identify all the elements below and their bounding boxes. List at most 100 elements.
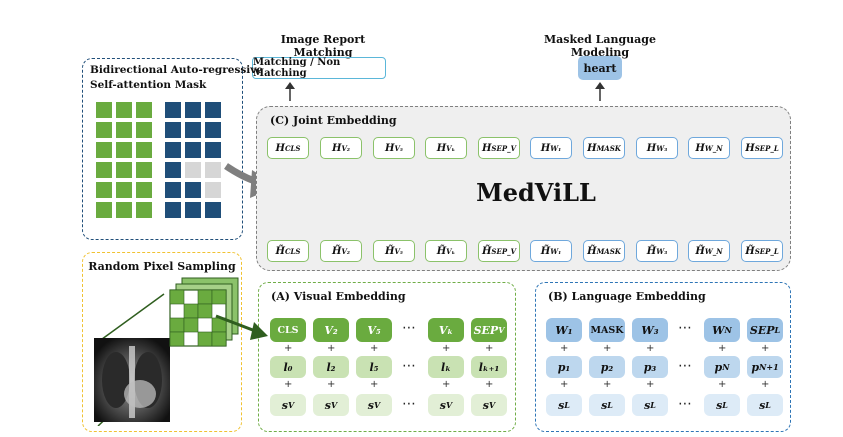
mask-cell: [96, 162, 112, 178]
mask-cell: [116, 142, 132, 158]
language-embedding-panel: [535, 282, 791, 432]
mask-cell: [136, 102, 152, 118]
visual-row2-token: lₖ₊₁: [471, 356, 507, 378]
visual-plus-sign: +: [370, 379, 379, 390]
visual-plus-sign: +: [370, 343, 379, 354]
sampling-panel: [82, 252, 242, 432]
joint-input-token: H̃V₂: [320, 240, 362, 262]
mask-cell: [205, 202, 221, 218]
mask-cell: [136, 142, 152, 158]
language-plus-sign: +: [718, 343, 727, 354]
language-plus-sign: +: [560, 343, 569, 354]
joint-input-token: H̃W₁: [530, 240, 572, 262]
joint-input-token: H̃SEP_V: [478, 240, 520, 262]
mask-cell: [185, 162, 201, 178]
language-ellipsis: ⋯: [678, 358, 692, 374]
language-plus-sign: +: [646, 379, 655, 390]
joint-input-token: H̃CLS: [267, 240, 309, 262]
visual-plus-sign: +: [284, 379, 293, 390]
visual-plus-sign: +: [327, 379, 336, 390]
visual-row2-token: l₀: [270, 356, 306, 378]
language-row2-token: p₃: [632, 356, 668, 378]
visual-ellipsis: ⋯: [402, 396, 416, 412]
language-plus-sign: +: [646, 343, 655, 354]
mask-cell: [136, 162, 152, 178]
mask-cell: [96, 102, 112, 118]
visual-embedding-panel: [258, 282, 516, 432]
joint-input-token: H̃Vₖ: [425, 240, 467, 262]
mask-cell: [205, 142, 221, 158]
mask-cell: [165, 202, 181, 218]
mask-cell: [205, 122, 221, 138]
joint-input-token: H̃V₅: [373, 240, 415, 262]
mask-cell: [205, 182, 221, 198]
visual-plus-sign: +: [327, 343, 336, 354]
visual-row1-token: V₅: [356, 318, 392, 342]
mask-cell: [96, 182, 112, 198]
sampling-panel-title: Random Pixel Sampling: [88, 260, 236, 273]
visual-row1-token: V₂: [313, 318, 349, 342]
joint-input-token: H̃SEP_L: [741, 240, 783, 262]
mask-cell: [185, 122, 201, 138]
joint-embedding-title: (C) Joint Embedding: [270, 114, 397, 127]
visual-plus-sign: +: [284, 343, 293, 354]
mlm-up-arrow: [595, 82, 605, 101]
model-name: MedViLL: [476, 178, 596, 207]
language-plus-sign: +: [603, 379, 612, 390]
mask-cell: [165, 122, 181, 138]
language-row2-token: p₁: [546, 356, 582, 378]
visual-embedding-title: (A) Visual Embedding: [271, 290, 406, 303]
visual-ellipsis: ⋯: [402, 320, 416, 336]
mask-grid-right: [165, 102, 221, 218]
mask-cell: [185, 202, 201, 218]
joint-input-token: H̃W_N: [688, 240, 730, 262]
mask-cell: [165, 162, 181, 178]
language-embedding-title: (B) Language Embedding: [548, 290, 706, 303]
language-row2-token: p₂: [589, 356, 625, 378]
mask-cell: [205, 162, 221, 178]
xray-sampling-illustration: [94, 277, 239, 426]
mask-panel-title-1: Bidirectional Auto-regressive: [90, 64, 264, 76]
visual-plus-sign: +: [485, 343, 494, 354]
irm-title: Image Report Matching: [280, 33, 366, 59]
visual-row1-token: Vₖ: [428, 318, 464, 342]
mask-cell: [136, 202, 152, 218]
language-ellipsis: ⋯: [678, 396, 692, 412]
mask-panel: [82, 58, 243, 240]
visual-plus-sign: +: [485, 379, 494, 390]
mask-cell: [165, 102, 181, 118]
mask-cell: [96, 122, 112, 138]
language-row1-token: W₃: [632, 318, 668, 342]
mlm-box: heart: [578, 56, 622, 80]
mask-cell: [136, 182, 152, 198]
language-plus-sign: +: [560, 379, 569, 390]
mask-cell: [165, 182, 181, 198]
mask-cell: [116, 122, 132, 138]
mask-cell: [116, 162, 132, 178]
irm-up-arrow: [285, 82, 295, 101]
joint-input-token: H̃W₃: [636, 240, 678, 262]
joint-input-token: H̃MASK: [583, 240, 625, 262]
irm-box: Matching / Non Matching: [252, 57, 386, 79]
mask-panel-title-2: Self-attention Mask: [90, 79, 207, 91]
language-row1-token: MASK: [589, 318, 625, 342]
language-plus-sign: +: [761, 343, 770, 354]
visual-row2-token: lₖ: [428, 356, 464, 378]
